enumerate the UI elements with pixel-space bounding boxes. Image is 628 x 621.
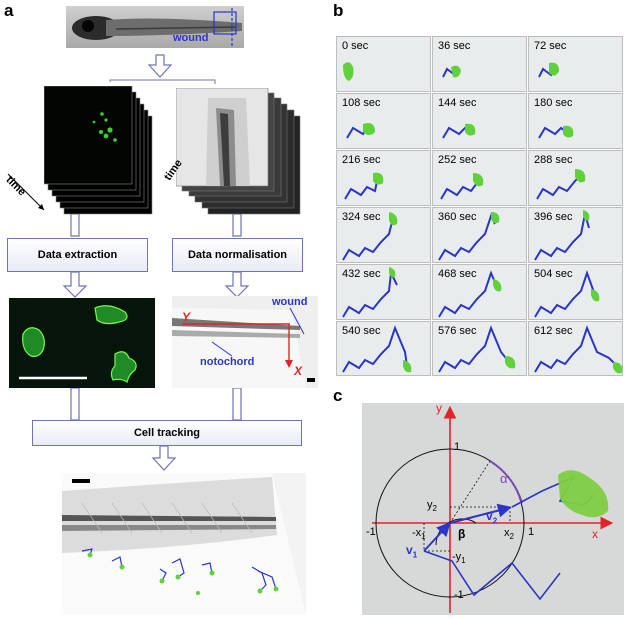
timestamp-label: 144 sec [438, 97, 477, 109]
y1-label: -y1 [452, 551, 466, 566]
timestamp-label: 576 sec [438, 325, 477, 337]
axis-x-label-a: X [294, 364, 303, 378]
timestamp-label: 180 sec [534, 97, 573, 109]
x2-label: x2 [504, 527, 514, 542]
timelapse-cell: 0 sec [336, 36, 431, 92]
timelapse-cell: 216 sec [336, 150, 431, 206]
timestamp-label: 288 sec [534, 154, 573, 166]
normalised-fin-image [172, 296, 318, 388]
axis-y-label-c: y [436, 401, 442, 415]
zebrafish-image [66, 6, 244, 48]
timelapse-cell: 360 sec [432, 207, 527, 263]
data-extraction-box: Data extraction [7, 238, 148, 272]
panel-letter-c: c [333, 386, 343, 405]
axis-x-label-c: x [592, 527, 598, 541]
brightfield-stack [175, 87, 302, 216]
tick-1-x: 1 [528, 526, 535, 538]
data-normalisation-box: Data normalisation [172, 238, 303, 272]
timestamp-label: 612 sec [534, 325, 573, 337]
timestamp-label: 540 sec [342, 325, 381, 337]
flow-arrows [62, 54, 250, 471]
data-extraction-label: Data extraction [37, 249, 118, 261]
timelapse-cell: 324 sec [336, 207, 431, 263]
panel-letter-b: b [333, 1, 344, 20]
green-cells-image [9, 298, 155, 388]
tick-neg1-x: -1 [366, 526, 376, 538]
timestamp-label: 468 sec [438, 268, 477, 280]
timelapse-cell: 288 sec [528, 150, 623, 206]
panel-c-diagram: y x 1 -1 1 -1 y2 -x1 x2 -y1 v1 v2 α β [362, 401, 624, 615]
panel-a: wound [4, 6, 318, 615]
timelapse-cell: 36 sec [432, 36, 527, 92]
timelapse-cell: 396 sec [528, 207, 623, 263]
timestamp-label: 324 sec [342, 211, 381, 223]
tracking-result-image [62, 473, 306, 615]
timelapse-cell: 468 sec [432, 264, 527, 320]
timestamp-label: 360 sec [438, 211, 477, 223]
beta-label: β [458, 527, 466, 541]
wound-label-2: wound [272, 296, 308, 308]
timestamp-label: 396 sec [534, 211, 573, 223]
timelapse-cell: 144 sec [432, 93, 527, 149]
timestamp-label: 432 sec [342, 268, 381, 280]
tick-1-y: 1 [454, 441, 461, 453]
x1-label: -x1 [412, 527, 426, 542]
time-arrow-left [7, 173, 45, 211]
timestamp-label: 72 sec [534, 40, 567, 52]
axis-y-label-a: Y [182, 310, 191, 324]
timestamp-label: 216 sec [342, 154, 381, 166]
timelapse-cell: 180 sec [528, 93, 623, 149]
timelapse-cell: 72 sec [528, 36, 623, 92]
y2-label: y2 [427, 499, 437, 514]
timestamp-label: 504 sec [534, 268, 573, 280]
alpha-label: α [500, 471, 508, 486]
timestamp-label: 36 sec [438, 40, 471, 52]
data-normalisation-label: Data normalisation [187, 249, 288, 261]
timestamp-label: 0 sec [342, 40, 369, 52]
timelapse-cell: 504 sec [528, 264, 623, 320]
timelapse-cell: 612 sec [528, 321, 623, 376]
wound-label: wound [173, 32, 209, 44]
timestamp-label: 252 sec [438, 154, 477, 166]
fluorescence-stack [43, 85, 154, 216]
tick-neg1-y: -1 [454, 589, 464, 601]
v1-label: v1 [406, 543, 418, 560]
panel-b-grid: 0 sec 36 sec 72 sec 108 sec 144 sec 180 … [336, 36, 623, 376]
timestamp-label: 108 sec [342, 97, 381, 109]
timelapse-cell: 252 sec [432, 150, 527, 206]
timelapse-cell: 540 sec [336, 321, 431, 376]
timelapse-cell: 576 sec [432, 321, 527, 376]
cell-tracking-label: Cell tracking [133, 427, 201, 439]
timelapse-cell: 108 sec [336, 93, 431, 149]
notochord-label: notochord [200, 356, 255, 368]
v2-label: v2 [486, 509, 498, 526]
cell-tracking-box: Cell tracking [32, 420, 302, 446]
timelapse-cell: 432 sec [336, 264, 431, 320]
panel-letter-a: a [4, 1, 14, 20]
